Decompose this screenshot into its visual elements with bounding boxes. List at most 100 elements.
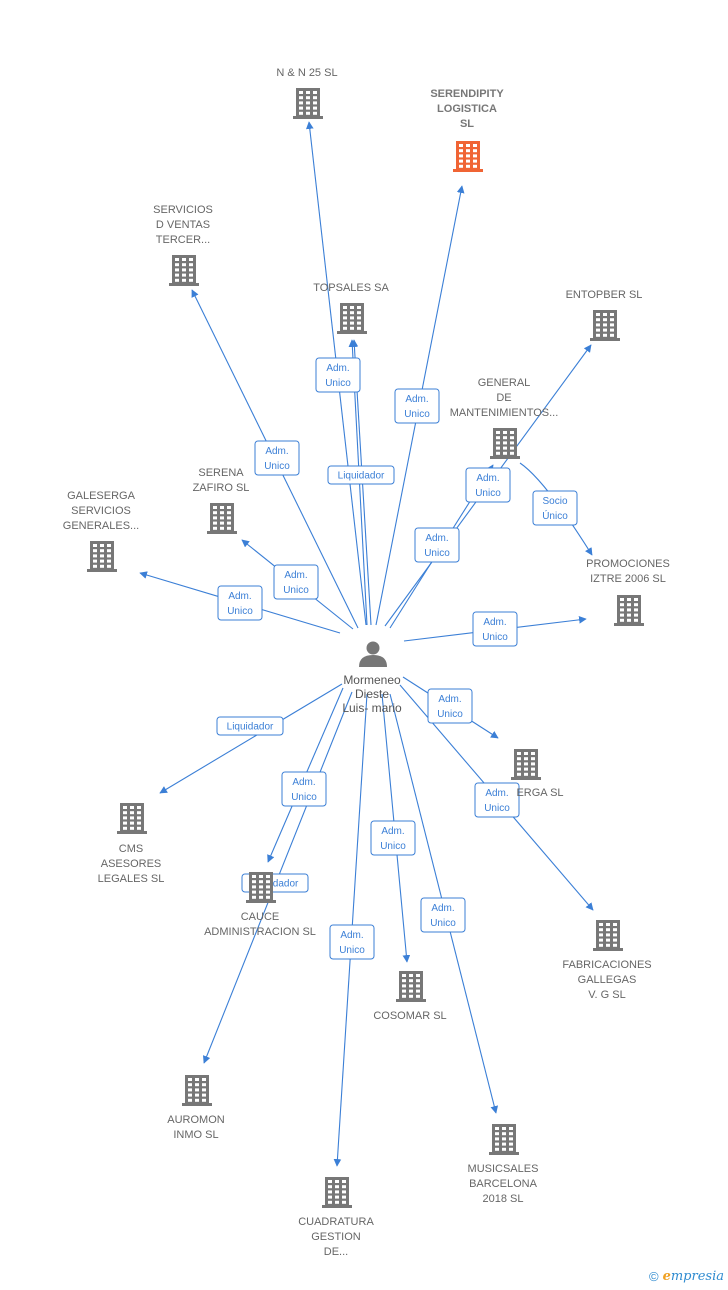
node-label-musicsales[interactable]: 2018 SL	[483, 1193, 524, 1205]
node-servicios[interactable]	[169, 255, 199, 286]
edge-label-serendipity[interactable]: Adm.Unico	[394, 388, 440, 424]
edge-label-text: Adm.	[485, 788, 508, 799]
edge-label-galeserga[interactable]: Adm.Unico	[217, 585, 263, 621]
building-window	[496, 431, 500, 434]
node-fabricaciones[interactable]	[593, 920, 623, 951]
node-label-general[interactable]: DE	[496, 392, 511, 404]
edge-label-promociones[interactable]: Adm.Unico	[472, 611, 518, 647]
edge-label-nn25[interactable]: Adm.Unico	[315, 357, 361, 393]
node-nn25[interactable]	[293, 88, 323, 119]
node-entopber[interactable]	[590, 310, 620, 341]
node-label-servicios[interactable]: D VENTAS	[156, 219, 210, 231]
node-promociones[interactable]	[614, 595, 644, 626]
node-label-servicios[interactable]: SERVICIOS	[153, 204, 213, 216]
building-window	[202, 1078, 206, 1081]
node-label-galeserga[interactable]: GENERALES...	[63, 520, 139, 532]
node-label-servicios[interactable]: TERCER...	[156, 234, 210, 246]
building-window	[343, 321, 347, 325]
building-window	[402, 979, 406, 983]
node-label-promociones[interactable]: IZTRE 2006 SL	[590, 573, 666, 585]
building-window	[175, 258, 179, 261]
node-label-serendipity[interactable]: SERENDIPITY	[430, 88, 504, 100]
node-label-cuadratura[interactable]: GESTION	[311, 1231, 361, 1243]
node-galeserga[interactable]	[87, 541, 117, 572]
building-window	[175, 278, 179, 282]
person-icon[interactable]	[359, 641, 387, 668]
building-base	[511, 777, 541, 780]
node-label-topsales[interactable]: TOPSALES SA	[313, 282, 389, 294]
edge-label-erga[interactable]: Adm.Unico	[427, 688, 473, 724]
edge-label-entopber[interactable]: Adm.Unico	[465, 467, 511, 503]
edge-label-cosomar[interactable]: Adm.Unico	[370, 820, 416, 856]
node-auromon[interactable]	[182, 1075, 212, 1106]
node-cosomar[interactable]	[396, 971, 426, 1002]
edge-label-servicios[interactable]: Adm.Unico	[254, 440, 300, 476]
node-cms[interactable]	[117, 803, 147, 834]
node-label-promociones[interactable]: PROMOCIONES	[586, 558, 670, 570]
person-name-label[interactable]: Mormeneo	[343, 673, 401, 687]
node-musicsales[interactable]	[489, 1124, 519, 1155]
edge-label-cms[interactable]: Liquidador	[216, 716, 284, 736]
brand-name: mpresia	[670, 1269, 724, 1284]
node-label-general[interactable]: MANTENIMIENTOS...	[450, 407, 559, 419]
node-label-cms[interactable]: ASESORES	[101, 858, 162, 870]
building-window	[620, 613, 624, 617]
node-label-serendipity[interactable]: LOGISTICA	[437, 103, 497, 115]
building-window	[123, 811, 127, 815]
edge-label-musicsales[interactable]: Adm.Unico	[420, 897, 466, 933]
node-label-cuadratura[interactable]: CUADRATURA	[298, 1216, 374, 1228]
building-window	[182, 263, 186, 267]
node-general[interactable]	[490, 428, 520, 459]
edge-label-cauce[interactable]: Adm.Unico	[281, 771, 327, 807]
node-label-cauce[interactable]: CAUCE	[241, 911, 280, 923]
person-name-label[interactable]: Dieste	[355, 687, 389, 701]
node-label-nn25[interactable]: N & N 25 SL	[276, 67, 337, 79]
node-topsales[interactable]	[337, 303, 367, 334]
building-window	[627, 608, 631, 612]
node-label-musicsales[interactable]: MUSICSALES	[468, 1163, 539, 1175]
edge-label-fabricaciones[interactable]: Adm.Unico	[474, 782, 520, 818]
edge-label-topsales[interactable]: Liquidador	[327, 465, 395, 485]
node-label-cms[interactable]: LEGALES SL	[98, 873, 165, 885]
node-serena[interactable]	[207, 503, 237, 534]
node-label-serena[interactable]: ZAFIRO SL	[193, 482, 250, 494]
node-label-cosomar[interactable]: COSOMAR SL	[373, 1010, 446, 1022]
node-cuadratura[interactable]	[322, 1177, 352, 1208]
edge-label-general[interactable]: Adm.Unico	[414, 527, 460, 563]
brand-logo[interactable]: empresia	[663, 1269, 724, 1284]
node-label-erga[interactable]: ERGA SL	[516, 787, 563, 799]
building-window	[596, 323, 600, 327]
node-label-galeserga[interactable]: GALESERGA	[67, 490, 136, 502]
node-label-entopber[interactable]: ENTOPBER SL	[566, 289, 643, 301]
building-window	[328, 1200, 332, 1204]
building-window	[313, 96, 317, 100]
building-window	[599, 928, 603, 932]
node-label-cms[interactable]: CMS	[119, 843, 143, 855]
node-erga[interactable]	[511, 749, 541, 780]
node-cauce[interactable]	[246, 872, 276, 903]
node-label-serena[interactable]: SERENA	[198, 467, 244, 479]
copyright-symbol: ©	[648, 1269, 659, 1284]
building-window	[130, 811, 134, 815]
node-label-auromon[interactable]: INMO SL	[173, 1129, 218, 1141]
node-label-galeserga[interactable]: SERVICIOS	[71, 505, 131, 517]
building-window	[182, 268, 186, 272]
node-label-fabricaciones[interactable]: V. G SL	[588, 989, 626, 1001]
node-label-fabricaciones[interactable]: GALLEGAS	[578, 974, 637, 986]
node-label-fabricaciones[interactable]: FABRICACIONES	[562, 959, 651, 971]
node-label-general[interactable]: GENERAL	[478, 377, 531, 389]
person-name-label[interactable]: Luis- mario	[342, 701, 402, 715]
edge-label-cuadratura[interactable]: Adm.Unico	[329, 924, 375, 960]
node-label-musicsales[interactable]: BARCELONA	[469, 1178, 538, 1190]
node-label-auromon[interactable]: AUROMON	[167, 1114, 225, 1126]
node-label-cuadratura[interactable]: DE...	[324, 1246, 348, 1258]
node-label-cauce[interactable]: ADMINISTRACION SL	[204, 926, 316, 938]
building-window	[596, 333, 600, 337]
footer-brand[interactable]: © empresia	[649, 1269, 724, 1284]
edge-label-serena[interactable]: Adm.Unico	[273, 564, 319, 600]
node-serendipity[interactable]	[453, 141, 483, 172]
node-label-serendipity[interactable]: SL	[460, 118, 474, 130]
building-window	[342, 1185, 346, 1189]
building-window	[306, 91, 310, 94]
